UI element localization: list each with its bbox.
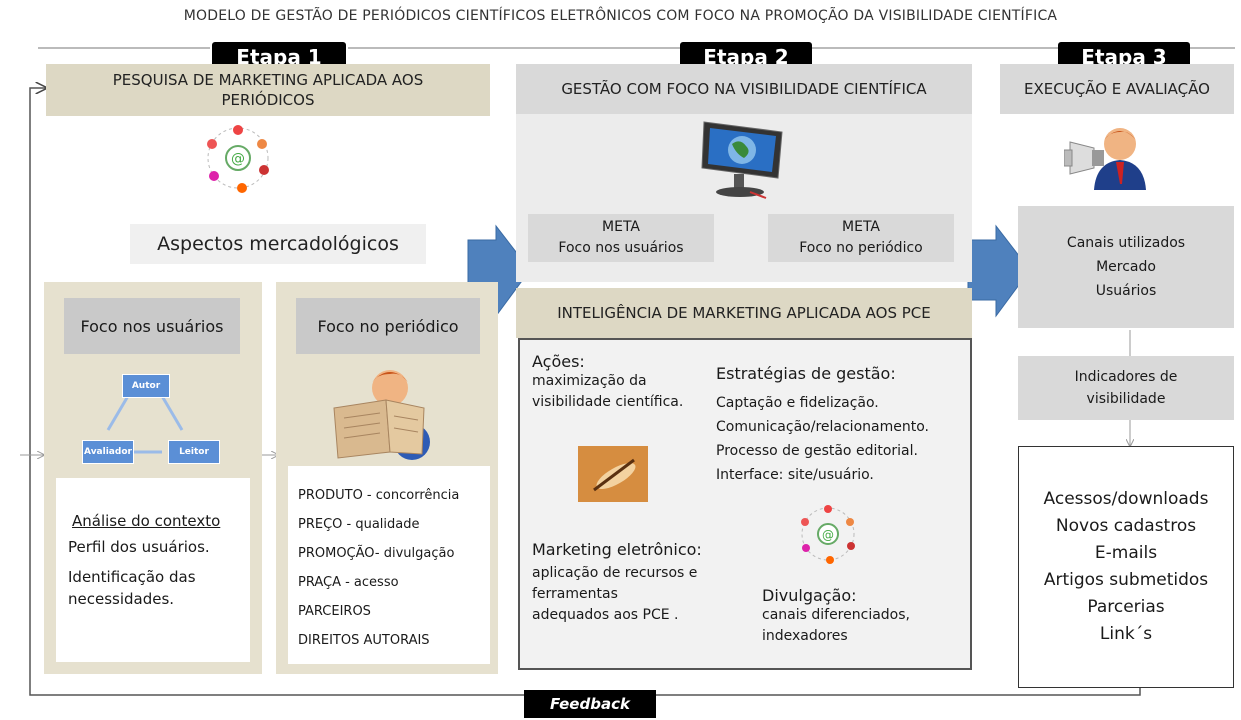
meta-users-text: Foco nos usuários [558, 240, 684, 256]
divulgation-line: canais diferenciados, [762, 607, 910, 623]
mix-item: PARCEIROS [298, 604, 371, 619]
channels-box: Canais utilizados Mercado Usuários [1018, 206, 1234, 328]
aspects-label: Aspectos mercadológicos [130, 224, 426, 264]
emarketing-line: adequados aos PCE . [532, 607, 679, 623]
meta-journal-label: META [842, 219, 880, 235]
strategy-item: Comunicação/relacionamento. [716, 419, 929, 435]
meta-users-box: META Foco nos usuários [528, 214, 714, 262]
marketing-network-icon: @ [202, 122, 274, 194]
megaphone-person-icon [1064, 120, 1154, 194]
emarketing-line: ferramentas [532, 586, 618, 602]
etapa2-header: GESTÃO COM FOCO NA VISIBILIDADE CIENTÍFI… [516, 64, 972, 114]
divulgation-title: Divulgação: [762, 586, 857, 605]
indicator-line: Indicadores de [1074, 369, 1178, 385]
meta-journal-box: META Foco no periódico [768, 214, 954, 262]
context-analysis-title: Análise do contexto [72, 512, 221, 530]
result-item: Artigos submetidos [1043, 570, 1209, 590]
divulgation-network-icon: @ [796, 502, 860, 566]
emarketing-title: Marketing eletrônico: [532, 540, 702, 559]
actions-title: Ações: [532, 352, 585, 371]
strategy-item: Processo de gestão editorial. [716, 443, 918, 459]
result-item: Acessos/downloads [1043, 489, 1209, 509]
diagram-title: MODELO DE GESTÃO DE PERIÓDICOS CIENTÍFIC… [183, 8, 1058, 24]
channel-item: Canais utilizados [1066, 235, 1186, 251]
pen-document-image [578, 446, 648, 502]
meta-users-label: META [602, 219, 640, 235]
computer-globe-icon [694, 118, 790, 202]
strategy-item: Captação e fidelização. [716, 395, 879, 411]
context-analysis-box: Análise do contexto Perfil dos usuários.… [56, 478, 250, 662]
etapa1-header: PESQUISA DE MARKETING APLICADA AOS PERIÓ… [46, 64, 490, 116]
users-focus-title: Foco nos usuários [64, 298, 240, 354]
role-reviewer: Avaliador [82, 440, 134, 464]
mix-item: PROMOÇÃO- divulgação [298, 546, 455, 561]
etapa3-header: EXECUÇÃO E AVALIAÇÃO [1000, 64, 1234, 114]
actions-block: Ações: maximização da visibilidade cient… [532, 352, 712, 413]
actions-line: visibilidade científica. [532, 394, 684, 410]
result-item: Link´s [1099, 624, 1153, 644]
strategy-item: Interface: site/usuário. [716, 467, 874, 483]
mix-item: DIREITOS AUTORAIS [298, 633, 430, 648]
svg-text:@: @ [231, 151, 245, 167]
mix-item: PRODUTO - concorrência [298, 488, 460, 503]
newspaper-reader-icon [330, 366, 440, 462]
intel-panel [518, 338, 972, 670]
channel-item: Mercado [1096, 259, 1156, 275]
strategies-block: Estratégias de gestão: Captação e fideli… [716, 364, 972, 487]
indicators-box: Indicadores de visibilidade [1018, 356, 1234, 420]
role-reader: Leitor [168, 440, 220, 464]
feedback-loop-line [29, 88, 1141, 696]
result-item: Novos cadastros [1055, 516, 1197, 536]
context-item: Identificação das necessidades. [68, 568, 196, 608]
mix-item: PRAÇA - acesso [298, 575, 399, 590]
result-item: E-mails [1094, 543, 1158, 563]
meta-journal-text: Foco no periódico [799, 240, 923, 256]
role-author: Autor [122, 374, 170, 398]
divulgation-block: Divulgação: canais diferenciados, indexa… [762, 586, 962, 647]
feedback-label: Feedback [524, 690, 656, 718]
svg-text:@: @ [822, 528, 834, 542]
marketing-mix-box: PRODUTO - concorrência PREÇO - qualidade… [288, 466, 490, 664]
journal-focus-title: Foco no periódico [296, 298, 480, 354]
divulgation-line: indexadores [762, 628, 848, 644]
big-arrow-2 [967, 224, 1031, 318]
channel-item: Usuários [1095, 283, 1157, 299]
actions-line: maximização da [532, 373, 647, 389]
strategies-title: Estratégias de gestão: [716, 364, 896, 383]
emarketing-block: Marketing eletrônico: aplicação de recur… [532, 540, 762, 626]
context-item: Perfil dos usuários. [68, 538, 210, 556]
result-item: Parcerias [1087, 597, 1165, 617]
results-box: Acessos/downloads Novos cadastros E-mail… [1018, 446, 1234, 688]
indicator-line: visibilidade [1086, 391, 1166, 407]
emarketing-line: aplicação de recursos e [532, 565, 698, 581]
mix-item: PREÇO - qualidade [298, 517, 420, 532]
intel-header: INTELIGÊNCIA DE MARKETING APLICADA AOS P… [516, 288, 972, 338]
